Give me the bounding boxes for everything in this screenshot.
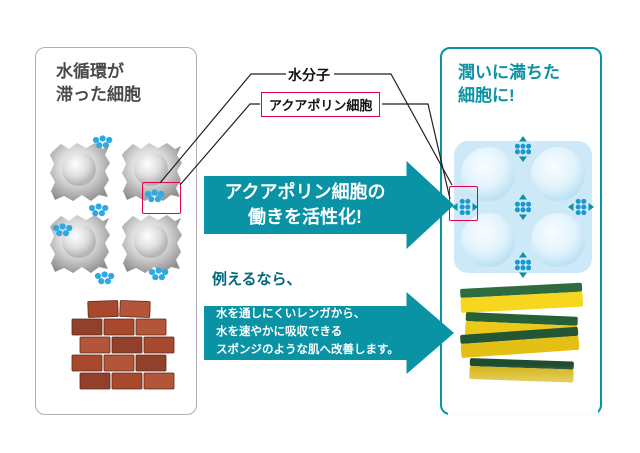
activate-arrow: アクアポリン細胞の 働きを活性化! <box>204 161 454 249</box>
analogy-arrow-line2: 水を速やかに吸収できる <box>216 326 343 339</box>
right-panel-hydrated-cells: 潤いに満ちた 細胞に! <box>440 47 602 415</box>
right-panel-title: 潤いに満ちた 細胞に! <box>458 62 560 108</box>
analogy-arrow-line1: 水を通しにくいレンガから、 <box>216 308 366 321</box>
left-panel-stagnant-cells: 水循環が 滞った細胞 <box>35 47 197 415</box>
analogy-arrow: 水を通しにくいレンガから、 水を速やかに吸収できる スポンジのような肌へ改善しま… <box>204 292 454 374</box>
water-molecule-right-line <box>334 73 453 186</box>
highlight-box-left <box>142 182 181 214</box>
activate-arrow-line2: 働きを活性化! <box>248 207 362 227</box>
brick-stack-illustration <box>71 300 175 390</box>
sponge-stack-illustration <box>448 282 598 415</box>
left-title-line2: 滞った細胞 <box>56 84 141 104</box>
analogy-arrow-line3: スポンジのような肌へ改善します。 <box>216 343 399 356</box>
analogy-lead-text: 例えるなら、 <box>212 271 302 288</box>
left-title-line1: 水循環が <box>56 62 124 81</box>
plump-cell-grid <box>454 141 592 273</box>
activate-arrow-line1: アクアポリン細胞の <box>224 181 386 202</box>
right-title-line2: 細胞に! <box>458 85 515 105</box>
stagnant-cells-illustration <box>50 135 182 390</box>
water-molecule-label: 水分子 <box>288 67 330 83</box>
aquaporin-cell-label: アクアポリン細胞 <box>261 92 381 117</box>
hydrated-cells-illustration <box>448 136 598 415</box>
left-panel-title: 水循環が 滞った細胞 <box>56 61 141 107</box>
right-title-line1: 潤いに満ちた <box>458 63 560 82</box>
highlight-box-right <box>449 186 478 221</box>
